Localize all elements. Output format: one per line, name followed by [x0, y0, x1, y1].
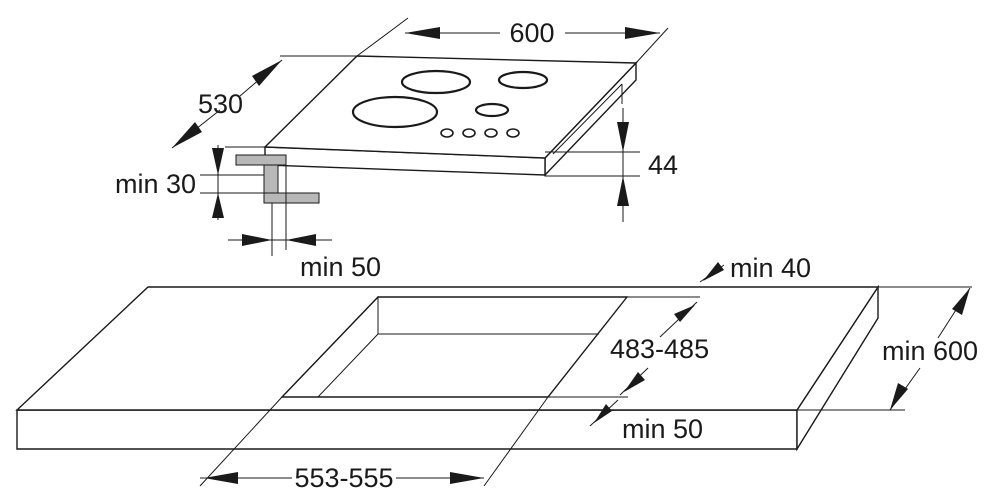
- control-knobs: [440, 128, 520, 138]
- cutout-inner-wall: [280, 295, 379, 398]
- dim-min-bracket-gap: min 50: [228, 234, 381, 282]
- dim-line: [659, 301, 698, 338]
- knob-2: [462, 128, 476, 138]
- burner-rear-small: [497, 70, 549, 90]
- label-cutout-depth: 483-485: [610, 334, 709, 364]
- arrow-head: [450, 472, 484, 484]
- label-cutout-width: 553-555: [294, 463, 393, 493]
- arrow-head: [204, 472, 238, 484]
- bracket-top-plate: [235, 154, 287, 166]
- burner-small: [474, 102, 510, 118]
- arrow-head: [617, 122, 629, 152]
- arrow-head: [594, 404, 612, 423]
- arrow-head: [405, 27, 440, 39]
- ext-line: [483, 396, 549, 487]
- burner-medium: [400, 69, 472, 95]
- hob-rim-line: [552, 83, 623, 155]
- label-min-back-gap: min 40: [730, 253, 811, 283]
- burner-large: [351, 95, 439, 129]
- arrow-head: [703, 262, 724, 281]
- dim-min-worktop-depth: min 600: [797, 286, 978, 411]
- arrow-head: [212, 148, 224, 175]
- arrow-head: [625, 27, 660, 39]
- dim-min-front-gap: min 50: [589, 399, 703, 444]
- dim-min-back-gap: min 40: [627, 253, 811, 322]
- ext-line: [199, 396, 283, 487]
- label-hob-height: 44: [648, 150, 678, 180]
- mounting-bracket: [235, 154, 320, 256]
- arrow-head: [617, 176, 629, 206]
- arrow-head: [890, 383, 908, 410]
- arrow-head: [242, 234, 272, 246]
- arrow-head: [172, 122, 202, 148]
- knob-4: [506, 128, 520, 138]
- ext-line: [635, 27, 669, 64]
- arrow-head: [286, 234, 316, 246]
- dim-cutout-width: 553-555: [199, 396, 549, 493]
- knob-1: [440, 128, 454, 138]
- dim-hob-height: 44: [545, 108, 678, 222]
- label-min-side-gap: min 30: [115, 169, 196, 199]
- hob-top-surface: [263, 55, 638, 159]
- label-hob-depth: 530: [198, 89, 243, 119]
- dim-hob-depth: 530: [171, 55, 357, 149]
- dim-hob-width: 600: [356, 17, 669, 64]
- label-min-bracket-gap: min 50: [300, 252, 381, 282]
- arrow-head: [952, 288, 970, 315]
- dim-cutout-depth: 483-485: [548, 301, 709, 398]
- dim-min-side-gap: min 30: [115, 145, 264, 220]
- arrow-head: [212, 193, 224, 218]
- arrow-head: [252, 60, 282, 86]
- bracket-foot: [263, 192, 320, 204]
- label-min-front-gap: min 50: [622, 414, 703, 444]
- hob: [263, 55, 638, 177]
- arrow-head: [624, 372, 645, 392]
- knob-3: [484, 128, 498, 138]
- label-hob-width: 600: [509, 18, 554, 48]
- ext-line: [356, 17, 409, 57]
- label-min-worktop-depth: min 600: [882, 336, 978, 366]
- worktop: [15, 284, 880, 452]
